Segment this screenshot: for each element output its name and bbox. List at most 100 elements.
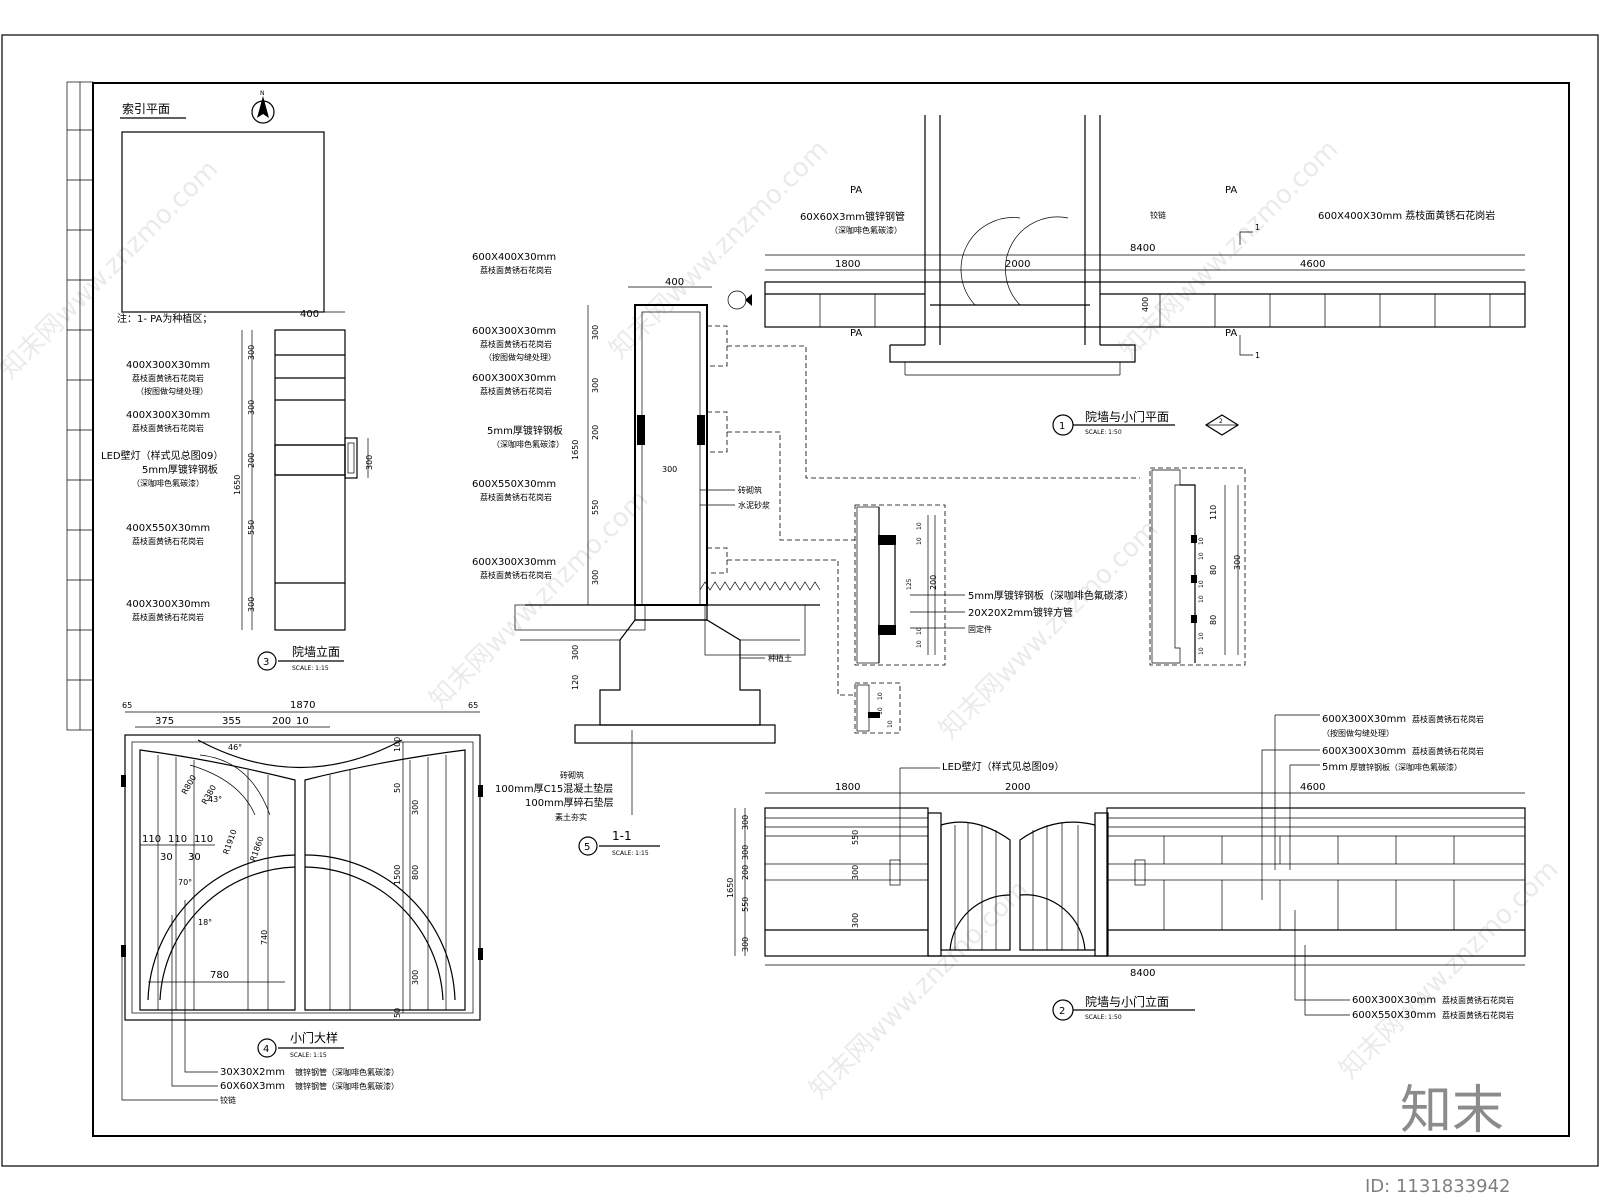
svg-text:400: 400 [665,277,684,288]
svg-text:200: 200 [929,575,938,590]
svg-text:600X400X30mm: 600X400X30mm [472,252,556,263]
steel-plate-band [274,444,346,476]
svg-text:（按图做勾缝处理）: （按图做勾缝处理） [484,352,556,362]
svg-text:4600: 4600 [1300,782,1325,793]
svg-text:厚镀锌钢板（深咖啡色氟碳漆）: 厚镀锌钢板（深咖啡色氟碳漆） [1350,762,1462,772]
svg-text:30: 30 [188,852,201,863]
svg-text:2000: 2000 [1005,782,1030,793]
index-plan: 索引平面 N 注：1- PA为种植区； [117,90,325,325]
svg-text:375: 375 [155,716,174,727]
svg-text:10: 10 [1198,647,1205,655]
svg-text:小门大样: 小门大样 [290,1030,338,1045]
svg-text:600X400X30mm 荔枝面黄锈石花岗岩: 600X400X30mm 荔枝面黄锈石花岗岩 [1318,209,1495,222]
svg-text:70°: 70° [178,878,192,887]
svg-text:SCALE: 1:15: SCALE: 1:15 [292,665,329,672]
svg-text:400X300X30mm: 400X300X30mm [126,599,210,610]
svg-text:院墙立面: 院墙立面 [292,644,340,659]
svg-text:5mm厚镀锌钢板: 5mm厚镀锌钢板 [487,424,563,437]
svg-text:125: 125 [906,578,913,590]
svg-text:600X300X30mm: 600X300X30mm [472,557,556,568]
svg-text:600X300X30mm: 600X300X30mm [472,373,556,384]
svg-text:1500: 1500 [393,865,402,885]
wall-left [764,807,929,957]
svg-text:600X550X30mm: 600X550X30mm [472,479,556,490]
elev-gate-leaf-right [1019,821,1096,951]
svg-text:PA: PA [1225,185,1237,196]
svg-text:固定件: 固定件 [968,624,992,634]
drawing-number-5-icon [578,836,598,856]
north-arrow-icon: N [251,90,275,124]
hinge-icon [121,945,126,957]
svg-text:300: 300 [365,455,374,470]
svg-text:院墙与小门平面: 院墙与小门平面 [1085,409,1169,424]
svg-text:200: 200 [741,865,750,880]
svg-text:荔枝面黄锈石花岗岩: 荔枝面黄锈石花岗岩 [480,492,552,502]
svg-text:300: 300 [851,865,860,880]
section-1-1: 400 300 300 200 550 300 1650 300 300 120… [472,252,821,857]
svg-text:300: 300 [571,645,580,660]
svg-text:200: 200 [591,425,600,440]
svg-text:1650: 1650 [726,878,735,898]
svg-text:43°: 43° [208,795,222,804]
svg-text:PA: PA [850,328,862,339]
gate-leaf-right [304,749,466,1011]
svg-text:100mm厚碎石垫层: 100mm厚碎石垫层 [525,796,614,809]
svg-text:355: 355 [222,716,241,727]
svg-text:100mm厚C15混凝土垫层: 100mm厚C15混凝土垫层 [495,782,613,795]
svg-text:200: 200 [272,716,291,727]
svg-text:300: 300 [247,597,256,612]
svg-text:300: 300 [662,465,677,474]
footing [599,619,761,726]
drawing-number-4-icon [257,1038,277,1058]
svg-text:院墙与小门立面: 院墙与小门立面 [1085,994,1169,1009]
led-lamp-icon [1134,859,1146,886]
gate-swing-left [960,217,1021,306]
drawing-number-3-icon [257,651,277,671]
svg-text:65: 65 [468,701,478,710]
svg-text:（深咖啡色氟碳漆）: （深咖啡色氟碳漆） [132,478,204,488]
svg-text:30X30X2mm: 30X30X2mm [220,1067,285,1078]
svg-text:1: 1 [1059,421,1065,432]
svg-text:10: 10 [916,627,923,635]
svg-text:知末网www.znzmo.com: 知末网www.znzmo.com [604,134,835,365]
svg-text:8400: 8400 [1130,243,1155,254]
section-wall [634,304,708,606]
led-lamp-icon [344,437,358,479]
svg-text:600X550X30mm: 600X550X30mm [1352,1010,1436,1021]
svg-text:荔枝面黄锈石花岗岩: 荔枝面黄锈石花岗岩 [480,386,552,396]
wall-elevation-3: 400 300 300 300 200 550 300 1650 400X300… [101,309,374,672]
svg-text:120: 120 [571,675,580,690]
svg-text:300: 300 [591,570,600,585]
svg-text:60X60X3mm: 60X60X3mm [220,1081,285,1092]
svg-text:种植土: 种植土 [768,653,792,663]
svg-text:60X60X3mm镀锌钢管: 60X60X3mm镀锌钢管 [800,210,905,223]
svg-text:SCALE: 1:50: SCALE: 1:50 [1085,429,1122,436]
svg-text:10: 10 [887,720,894,728]
svg-text:铰链: 铰链 [1150,210,1166,220]
grass-icon [699,581,821,591]
svg-text:110: 110 [168,834,187,845]
svg-text:镀锌钢管（深咖啡色氟碳漆）: 镀锌钢管（深咖啡色氟碳漆） [295,1081,399,1091]
svg-text:400X550X30mm: 400X550X30mm [126,523,210,534]
svg-text:荔枝面黄锈石花岗岩: 荔枝面黄锈石花岗岩 [480,570,552,580]
svg-text:10: 10 [916,537,923,545]
svg-text:30: 30 [160,852,173,863]
svg-text:600X300X30mm: 600X300X30mm [1322,714,1406,725]
svg-text:600X300X30mm: 600X300X30mm [472,326,556,337]
svg-text:300: 300 [591,325,600,340]
svg-text:荔枝面黄锈石花岗岩: 荔枝面黄锈石花岗岩 [1412,746,1484,756]
svg-text:4: 4 [263,1044,269,1055]
svg-text:400X300X30mm: 400X300X30mm [126,360,210,371]
index-plan-box [121,131,325,313]
svg-text:10: 10 [916,522,923,530]
svg-text:荔枝面黄锈石花岗岩: 荔枝面黄锈石花岗岩 [132,536,204,546]
svg-text:10: 10 [1198,580,1205,588]
svg-text:10: 10 [296,716,309,727]
plan-wall [764,281,1526,328]
svg-text:N: N [260,90,265,97]
sheet-frame [1,34,1599,1167]
concrete-pad [574,724,776,744]
svg-text:780: 780 [210,970,229,981]
svg-text:5mm厚镀锌钢板: 5mm厚镀锌钢板 [142,463,218,476]
